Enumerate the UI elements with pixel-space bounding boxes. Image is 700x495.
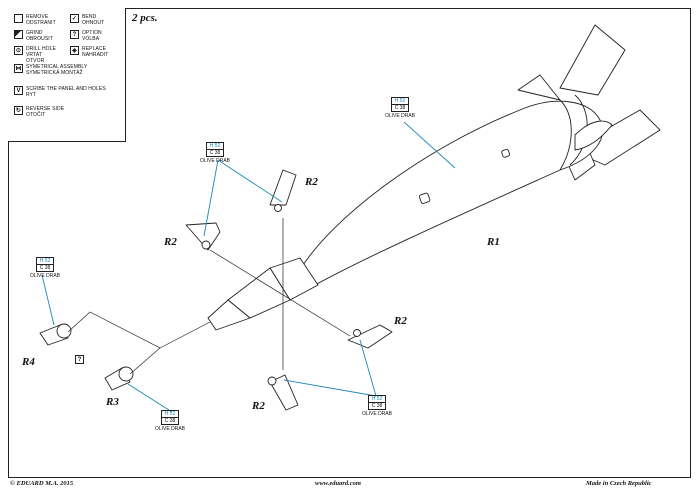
suspension-lug-1 bbox=[418, 192, 431, 204]
tail-ring bbox=[574, 120, 613, 151]
part-label-r2-right: R2 bbox=[394, 315, 407, 327]
part-label-r1: R1 bbox=[487, 236, 500, 248]
legend-item-drill: ⊙DRILL HOLE VRTAT OTVOR bbox=[14, 46, 56, 64]
part-label-r4: R4 bbox=[22, 356, 35, 368]
legend-item-symmetrical: ⋈SYMETRICAL ASSEMBLY SYMETRICKÁ MONTÁŽ bbox=[14, 64, 88, 76]
legend-item-replace: ◈REPLACE NAHRADIT bbox=[70, 46, 114, 58]
suspension-lug-2 bbox=[501, 148, 511, 158]
assembly-line-nose bbox=[159, 321, 211, 349]
tail-fin-upper bbox=[559, 24, 626, 96]
tail-fin-back bbox=[517, 74, 561, 101]
reverse-icon: ↻ bbox=[14, 106, 23, 115]
bend-icon: ✓ bbox=[70, 14, 79, 23]
footer-origin: Made in Czech Republic bbox=[586, 480, 652, 487]
replace-icon: ◈ bbox=[70, 46, 79, 55]
assembly-line-fuzes bbox=[67, 311, 161, 375]
scribe-icon: V bbox=[14, 86, 23, 95]
footer-website[interactable]: www.eduard.com bbox=[315, 480, 361, 487]
bomb-body-r1 bbox=[299, 100, 604, 286]
drill-icon: ⊙ bbox=[14, 46, 23, 55]
part-label-r2-left: R2 bbox=[164, 236, 177, 248]
leader-r2-bottom bbox=[283, 379, 377, 397]
assembly-line-diagonal bbox=[209, 249, 351, 337]
symmetrical-icon: ⋈ bbox=[14, 64, 23, 73]
instruction-sheet-frame bbox=[8, 8, 691, 478]
fin-r2-bottom bbox=[269, 374, 299, 411]
fin-r2-right bbox=[347, 324, 393, 349]
legend-item-grind: GRIND OBROUSIT bbox=[14, 30, 58, 42]
leader-r2-right bbox=[359, 339, 377, 397]
legend-item-reverse: ↻REVERSE SIDE OTOČIT bbox=[14, 106, 65, 118]
part-label-r2-bottom: R2 bbox=[252, 400, 265, 412]
part-label-r3: R3 bbox=[106, 396, 119, 408]
option-marker: ? bbox=[75, 355, 84, 364]
fin-r2-right-pin bbox=[353, 329, 361, 337]
symbol-legend: REMOVE ODSTRANIT ✓BEND OHNOUT GRIND OBRO… bbox=[8, 8, 126, 142]
leader-r4 bbox=[41, 274, 55, 326]
fin-r2-top bbox=[269, 169, 297, 206]
fin-r2-top-pin bbox=[274, 204, 282, 212]
fin-r2-left-pin bbox=[201, 240, 211, 250]
fin-r2-bottom-pin bbox=[267, 376, 277, 386]
remove-icon bbox=[14, 14, 23, 23]
option-icon: ? bbox=[70, 30, 79, 39]
legend-item-bend: ✓BEND OHNOUT bbox=[70, 14, 105, 26]
legend-item-remove: REMOVE ODSTRANIT bbox=[14, 14, 58, 26]
legend-item-option: ?OPTION VOLBA bbox=[70, 30, 114, 42]
part-label-r2-top: R2 bbox=[305, 176, 318, 188]
quantity-label: 2 pcs. bbox=[132, 12, 158, 24]
footer-copyright: © EDUARD M.A. 2015 bbox=[10, 480, 74, 487]
tail-band bbox=[559, 99, 572, 171]
leader-r1 bbox=[403, 121, 456, 169]
leader-r2-left bbox=[203, 159, 219, 237]
leader-r3 bbox=[127, 383, 173, 413]
fuze-r3-ring bbox=[118, 366, 134, 382]
leader-r2-top bbox=[217, 159, 283, 203]
fuze-r4-ring bbox=[56, 323, 72, 339]
grind-icon bbox=[14, 30, 23, 39]
nose-tip bbox=[207, 299, 251, 331]
